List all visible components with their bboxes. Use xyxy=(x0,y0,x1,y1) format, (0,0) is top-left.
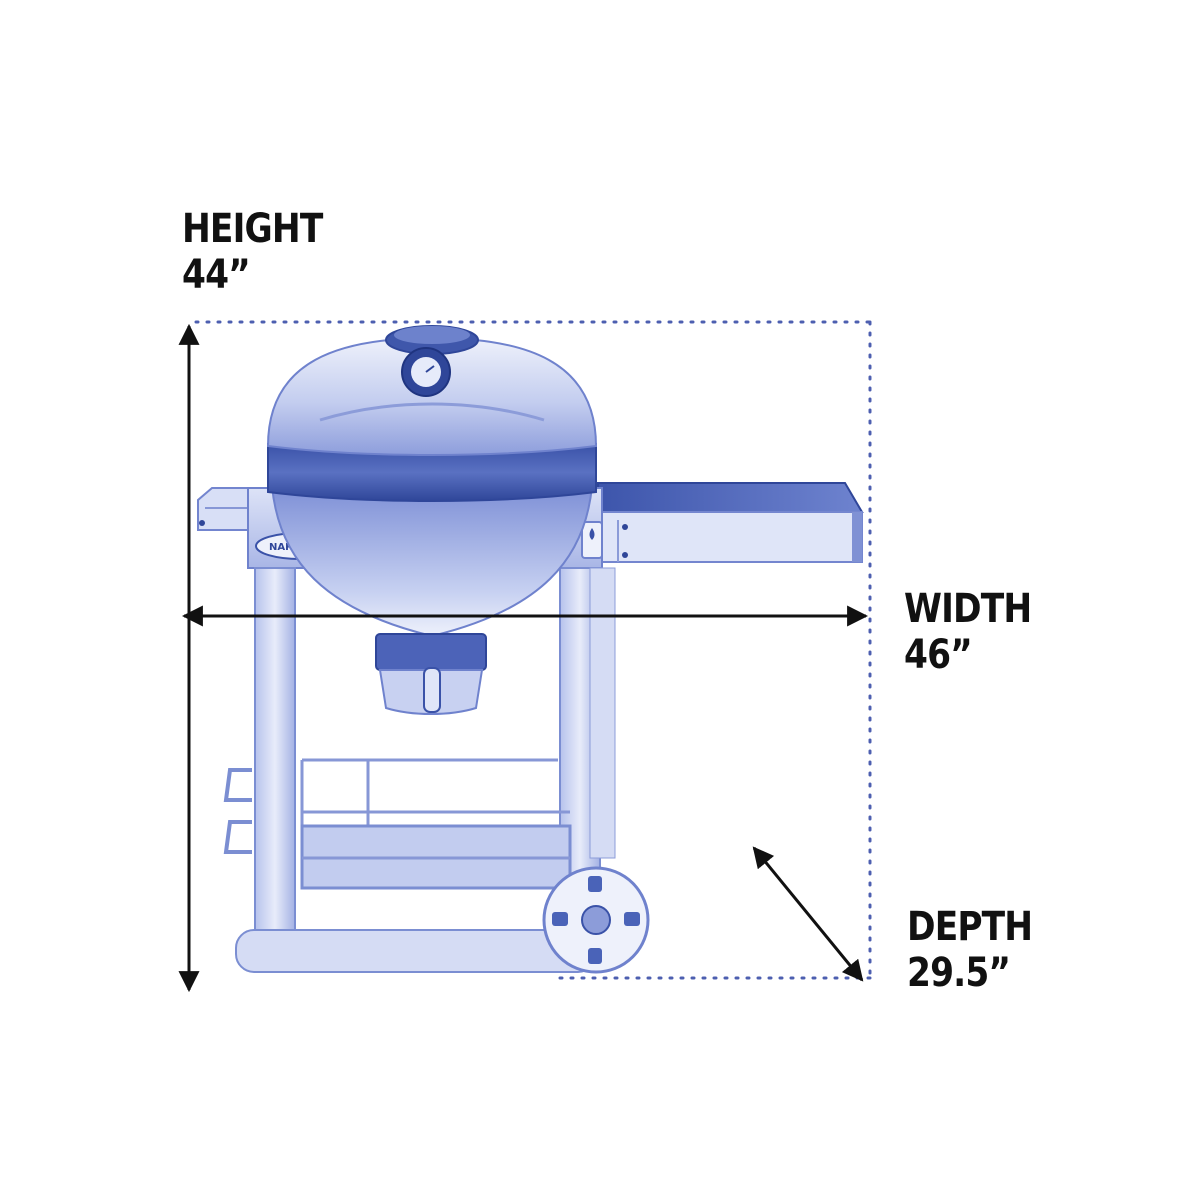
thermometer-icon xyxy=(401,347,451,397)
width-label-value: 46” xyxy=(904,632,973,678)
bottom-frame xyxy=(235,929,597,973)
badge-flame-icon xyxy=(589,528,595,540)
side-shelf xyxy=(597,482,864,563)
grill-bowl xyxy=(270,485,594,638)
height-label-value: 44” xyxy=(182,252,251,298)
ash-pan-handle xyxy=(423,667,441,713)
depth-label-title: DEPTH xyxy=(907,904,1033,950)
cart-wheel xyxy=(542,866,650,974)
width-dimension-label: WIDTH 46” xyxy=(904,586,1032,678)
height-label-title: HEIGHT xyxy=(182,206,323,252)
height-dimension-label: HEIGHT 44” xyxy=(182,206,323,298)
storage-basket xyxy=(300,758,572,890)
top-vent xyxy=(385,325,479,355)
width-label-title: WIDTH xyxy=(904,586,1032,632)
depth-label-value: 29.5” xyxy=(907,950,1011,996)
side-tool-hooks xyxy=(223,768,252,854)
depth-dimension-label: DEPTH 29.5” xyxy=(907,904,1033,996)
dotted-extent-guides xyxy=(194,320,872,980)
grill-illustration: NAPOLEON xyxy=(197,325,864,974)
dome-lid xyxy=(266,336,598,456)
depth-arrow xyxy=(752,846,864,982)
gasket-band xyxy=(267,443,597,502)
ash-pan xyxy=(375,633,487,715)
dimension-arrows xyxy=(178,323,869,993)
